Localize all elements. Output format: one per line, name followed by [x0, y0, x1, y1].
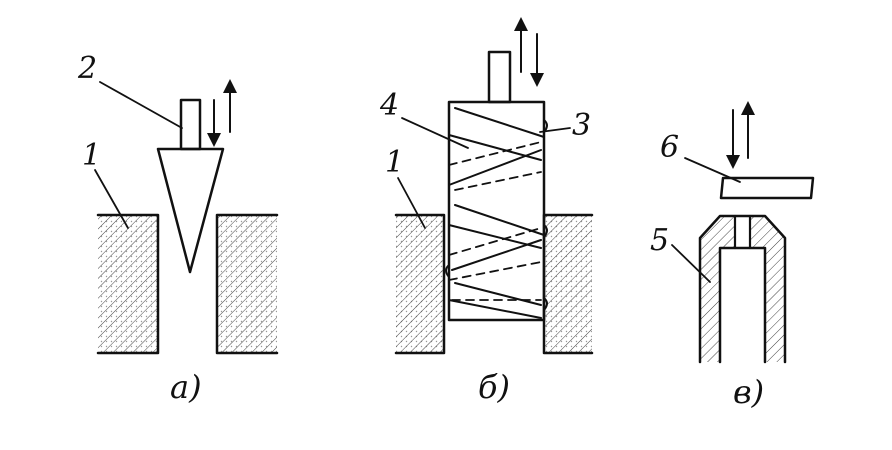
conical-punch [156, 98, 225, 274]
plate [719, 176, 815, 200]
panel-v: 6 5 в) [650, 101, 815, 411]
leader-line-1 [397, 177, 426, 229]
leader-line-4 [401, 117, 469, 149]
caption-b: б) [478, 368, 510, 406]
label-5: 5 [650, 223, 669, 258]
workpiece-block-right [542, 213, 594, 355]
leader-line-1 [94, 169, 129, 229]
leader-line-2 [99, 81, 183, 129]
workpiece-block-left [96, 213, 160, 355]
caption-v: в) [733, 373, 764, 411]
label-1: 1 [385, 145, 404, 180]
motion-arrows-icon [726, 101, 755, 169]
motion-arrows-icon [207, 79, 237, 147]
label-2: 2 [77, 51, 97, 86]
panel-a: 2 1 а) [77, 51, 279, 406]
leader-line-3 [539, 127, 571, 133]
panel-b: 4 3 1 б) [379, 17, 594, 406]
caption-a: а) [170, 368, 202, 406]
workpiece-block-left [394, 213, 446, 355]
label-6: 6 [660, 130, 679, 165]
leader-line-6 [684, 157, 741, 183]
motion-arrows-icon [514, 17, 544, 87]
label-1: 1 [82, 138, 101, 173]
label-4: 4 [379, 88, 399, 123]
helical-tool [445, 50, 548, 322]
label-3: 3 [572, 108, 591, 143]
workpiece-block-right [215, 213, 279, 355]
tubular-mandrel [698, 214, 787, 364]
leader-line-5 [671, 244, 711, 283]
